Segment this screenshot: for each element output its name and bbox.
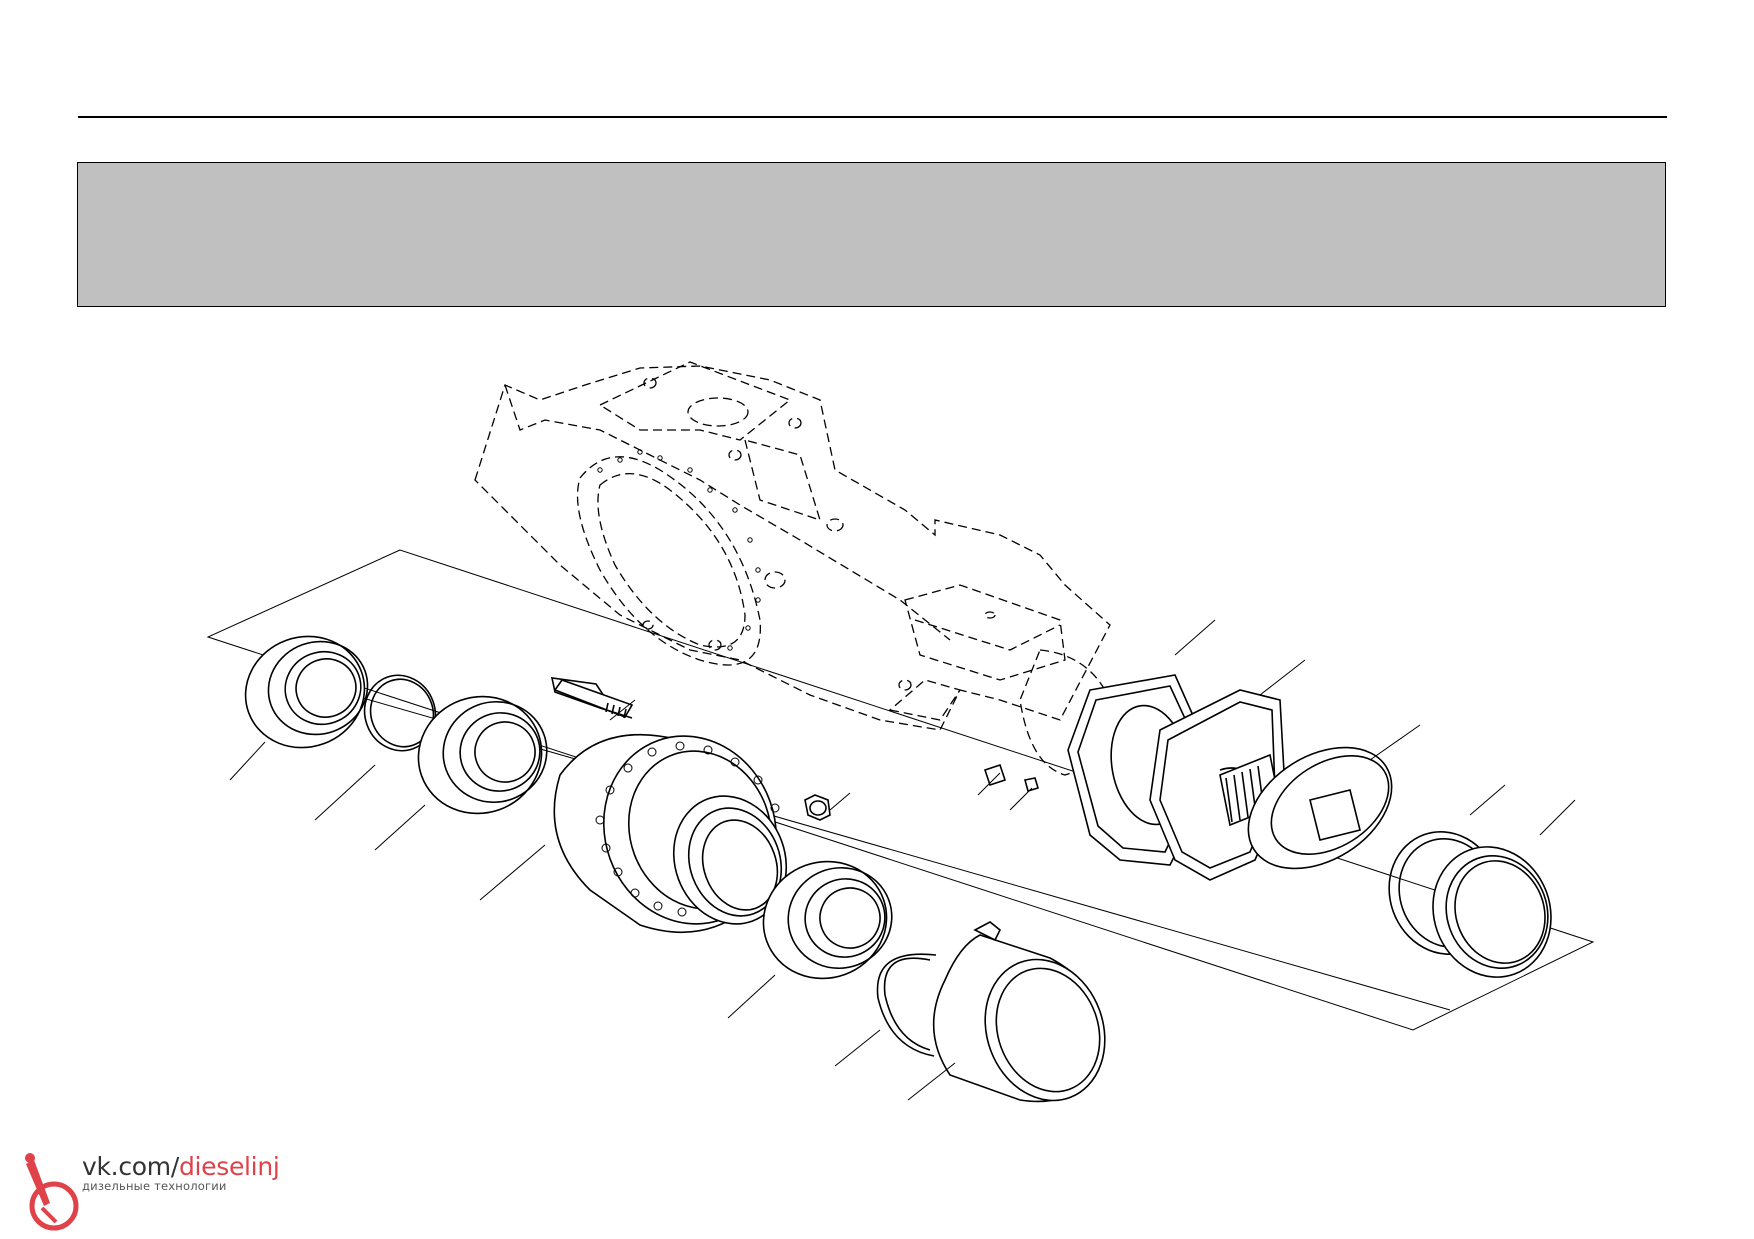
- part-outer-bearing: [374, 695, 548, 851]
- injector-logo-icon: [25, 1153, 79, 1231]
- part-seal-ring: [229, 635, 369, 781]
- part-inner-bearing: [727, 860, 893, 1019]
- part-wheel-nut: [804, 792, 851, 821]
- watermark-prefix: vk.com/: [82, 1152, 179, 1181]
- part-circlip: [834, 953, 937, 1067]
- watermark-tagline: дизельные технологии: [82, 1179, 227, 1193]
- part-plug: [1009, 777, 1039, 811]
- top-rule: [78, 116, 1667, 118]
- part-snap-ring: [314, 674, 437, 821]
- watermark-handle: dieselinj: [178, 1152, 280, 1181]
- watermark: vk.com/dieselinj дизельные технологии: [14, 1150, 314, 1236]
- header-band: [77, 162, 1666, 307]
- part-wheel-stud: [550, 677, 636, 721]
- housing-bolt-holes: [597, 449, 761, 651]
- part-ring-gear: [907, 921, 1106, 1103]
- hub-bolt-holes: [595, 741, 780, 917]
- axle-housing: [474, 361, 1112, 776]
- part-breather-fitting: [977, 763, 1007, 796]
- part-sleeve-ring: [1432, 799, 1576, 978]
- watermark-url: vk.com/dieselinj: [82, 1152, 280, 1181]
- part-thrust-plate: [1247, 724, 1421, 870]
- part-wheel-hub: [479, 733, 788, 934]
